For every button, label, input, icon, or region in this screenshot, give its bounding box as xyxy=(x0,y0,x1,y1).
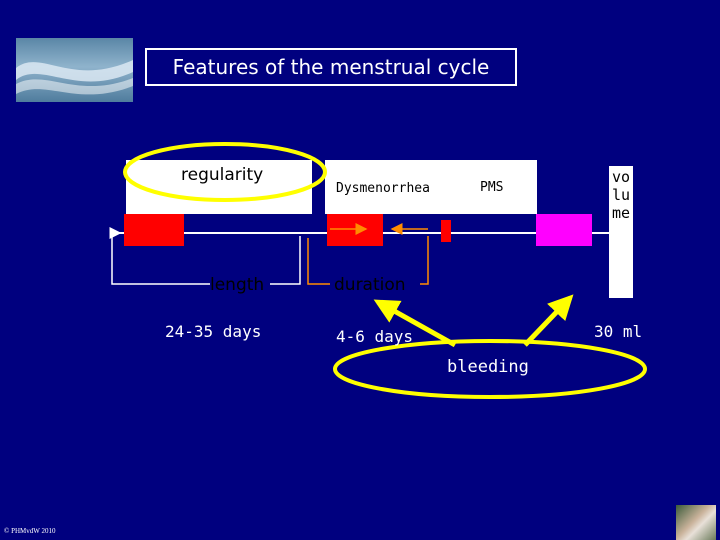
length-label: length xyxy=(210,275,265,295)
duration-label: duration xyxy=(334,275,406,295)
length-bracket xyxy=(270,236,301,285)
volume-value: 30 ml xyxy=(594,322,643,341)
copyright-footer: © PHMvdW 2010 xyxy=(4,527,56,535)
regularity-highlight xyxy=(123,142,327,202)
duration-bracket-right xyxy=(420,236,429,285)
logo xyxy=(16,38,133,102)
length-bracket-left xyxy=(109,227,210,285)
pms-block xyxy=(536,214,592,246)
slide-title: Features of the menstrual cycle xyxy=(145,48,517,86)
dysmenorrhea-label: Dysmenorrhea xyxy=(336,181,430,196)
bleeding-arrow-duration xyxy=(373,299,457,348)
pms-label: PMS xyxy=(480,180,504,195)
symptom-panel xyxy=(325,160,537,214)
bleed-block-2 xyxy=(327,214,383,246)
volume-box xyxy=(609,166,633,298)
spotting-block xyxy=(441,220,451,242)
volume-vertical-label: volume xyxy=(611,168,631,222)
logo-wave-graphic xyxy=(16,60,133,95)
regularity-panel xyxy=(126,160,312,214)
regularity-label: regularity xyxy=(181,165,264,185)
duration-bracket-left xyxy=(307,238,330,285)
bleeding-arrow-volume xyxy=(523,294,574,347)
bleed-block-1 xyxy=(124,214,184,246)
length-value: 24-35 days xyxy=(165,322,262,341)
presenter-photo xyxy=(676,505,716,540)
duration-value: 4-6 days xyxy=(336,327,414,346)
bleeding-highlight xyxy=(333,339,647,399)
bleeding-label: bleeding xyxy=(447,357,529,377)
